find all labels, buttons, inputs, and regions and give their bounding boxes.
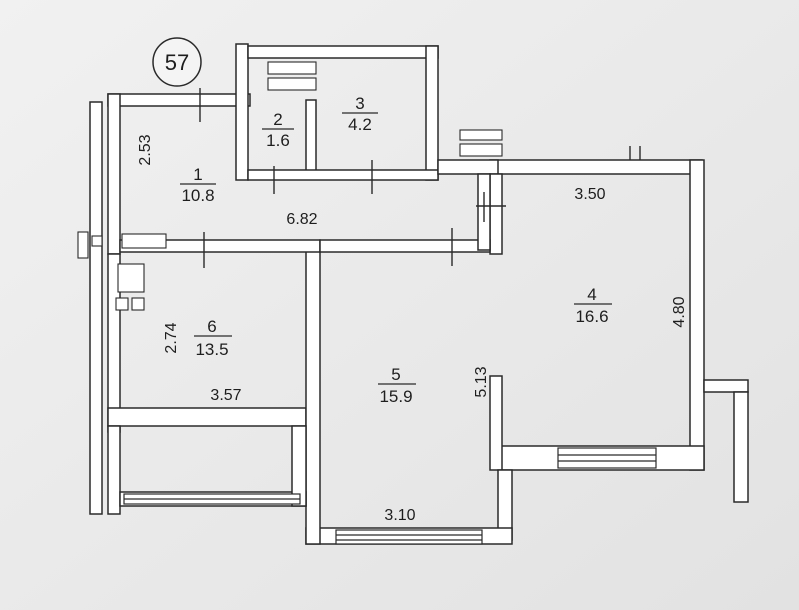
room-1-area: 10.8	[181, 186, 214, 205]
room-2-number: 2	[273, 110, 282, 129]
room-5-area: 15.9	[379, 387, 412, 406]
fixtures	[77, 61, 503, 311]
dimension-3-57: 3.57	[210, 387, 241, 404]
room-3-area: 4.2	[348, 115, 372, 134]
dimension-6-82: 6.82	[286, 211, 317, 228]
room-6-area: 13.5	[195, 340, 228, 359]
room-2-area: 1.6	[266, 131, 290, 150]
room-3-number: 3	[355, 94, 364, 113]
room-6-number: 6	[207, 317, 216, 336]
room-1-number: 1	[193, 165, 202, 184]
dimension-3-10: 3.10	[384, 507, 415, 524]
dimension-labels: 2.53 6.82 3.50 4.80 2.74 3.57 5.13 3.10	[137, 134, 688, 524]
windows	[123, 447, 657, 545]
dimension-2-53: 2.53	[137, 134, 154, 165]
room-4-number: 4	[587, 285, 596, 304]
room-5-number: 5	[391, 365, 400, 384]
dimension-4-80: 4.80	[671, 296, 688, 327]
dimension-2-74: 2.74	[163, 322, 180, 353]
dimension-3-50: 3.50	[574, 186, 605, 203]
apartment-number-badge: 57	[152, 37, 202, 87]
apartment-number: 57	[165, 50, 189, 75]
door-marks	[199, 88, 641, 268]
room-4-area: 16.6	[575, 307, 608, 326]
dimension-5-13: 5.13	[473, 366, 490, 397]
room-labels: 1 10.8 2 1.6 3 4.2 4 16.6 5 15.9 6 13.5	[180, 94, 612, 406]
